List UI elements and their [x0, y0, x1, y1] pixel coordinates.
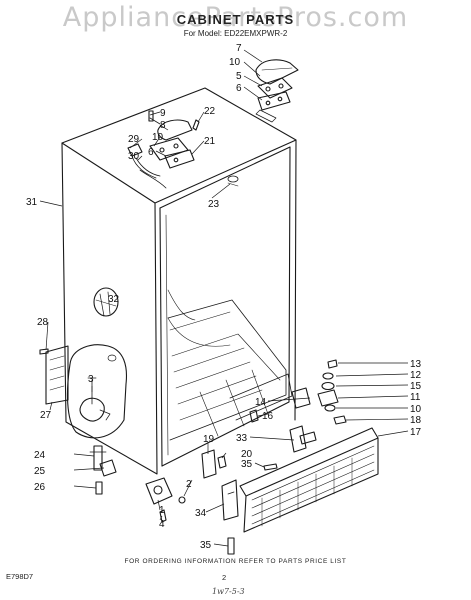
ordering-note: FOR ORDERING INFORMATION REFER TO PARTS …: [124, 558, 347, 565]
callout-16: 16: [262, 411, 274, 422]
callout-32: 32: [108, 294, 120, 305]
screw-4: [159, 509, 167, 523]
callout-labels: 7 10 5 6 9 8 10 22 29 30 6 21 31 23 32 2…: [26, 43, 422, 551]
callout-25: 25: [34, 466, 46, 477]
drain-fitting-32: [93, 287, 119, 317]
watermark: AppliancePartsPros.com: [62, 2, 409, 33]
leader-lines: [39, 49, 409, 547]
control-panel-27: [45, 345, 69, 405]
callout-8: 8: [160, 120, 166, 131]
callout-10: 10: [152, 132, 164, 143]
callout-28: 28: [37, 317, 49, 328]
water-valve-24: [89, 445, 107, 471]
screw-35a: [263, 463, 278, 471]
hinge-cover-right: [255, 59, 299, 85]
callout-29: 29: [128, 134, 140, 145]
screw-9: [148, 110, 154, 122]
callout-11: 11: [410, 392, 421, 403]
diagram-title: CABINET PARTS: [176, 12, 295, 27]
hinge-base-right: [257, 91, 291, 111]
callout-22: 22: [204, 106, 216, 117]
callout-34: 34: [195, 508, 207, 519]
callout-10: 10: [410, 404, 422, 415]
bushing-12: [322, 372, 334, 380]
model-number: For Model: ED22EMXPWR-2: [183, 29, 288, 38]
page-number: 2: [222, 573, 227, 582]
callout-20: 20: [241, 449, 253, 460]
callout-31: 31: [26, 197, 38, 208]
callout-14: 14: [255, 397, 267, 408]
pin-16: [249, 409, 259, 423]
hinge-plate-right: [257, 77, 293, 99]
screw-20: [217, 455, 227, 469]
callout-19: 19: [203, 434, 215, 445]
hinge-bracket-14: [291, 387, 311, 409]
callout-5: 5: [236, 71, 242, 82]
callout-4: 4: [159, 519, 165, 530]
cabinet-liner: [61, 87, 297, 475]
bracket-19: [201, 449, 217, 479]
clip-18b: [299, 431, 317, 445]
callout-15: 15: [410, 381, 422, 392]
callout-12: 12: [410, 370, 422, 381]
callout-7: 7: [236, 43, 242, 54]
toe-grille-17: [239, 427, 379, 533]
washer-2: [178, 496, 186, 504]
callout-33: 33: [236, 433, 248, 444]
callout-26: 26: [34, 482, 46, 493]
bracket-34: [221, 479, 239, 521]
callout-23: 23: [208, 199, 220, 210]
hinge-11: [317, 389, 339, 407]
callout-24: 24: [34, 450, 46, 461]
callout-27: 27: [40, 410, 52, 421]
callout-1: 1: [159, 505, 165, 516]
callout-35: 35: [241, 459, 253, 470]
callout-35: 35: [200, 540, 212, 551]
callout-10: 10: [229, 57, 241, 68]
callout-21: 21: [204, 136, 216, 147]
clip-18: [333, 415, 347, 425]
hinge-cover-center: [157, 119, 193, 141]
screw-26: [95, 481, 103, 495]
spacer-15: [321, 381, 335, 391]
callout-13: 13: [410, 359, 422, 370]
callout-6: 6: [148, 147, 154, 158]
document-code: E798D7: [6, 572, 34, 581]
compressor-housing-3: [67, 344, 128, 439]
light-socket: [127, 143, 161, 179]
callout-9: 9: [160, 108, 166, 119]
callout-6: 6: [236, 83, 242, 94]
screw-13: [327, 359, 338, 369]
callout-30: 30: [128, 151, 140, 162]
toe-grille-clip-33: [289, 425, 307, 453]
callout-18: 18: [410, 415, 422, 426]
bracket-25: [99, 459, 117, 477]
callout-3: 3: [88, 374, 94, 385]
hinge-base-center: [164, 149, 195, 169]
callout-17: 17: [410, 427, 422, 438]
screw-28: [39, 348, 49, 355]
screw-35b: [227, 537, 235, 555]
bushing-10c: [324, 404, 336, 412]
wire-harness-top: [139, 169, 167, 189]
lower-hinge-1: [145, 477, 173, 505]
handwritten-note: 1w7-5-3: [212, 587, 245, 596]
callout-2: 2: [186, 479, 192, 490]
